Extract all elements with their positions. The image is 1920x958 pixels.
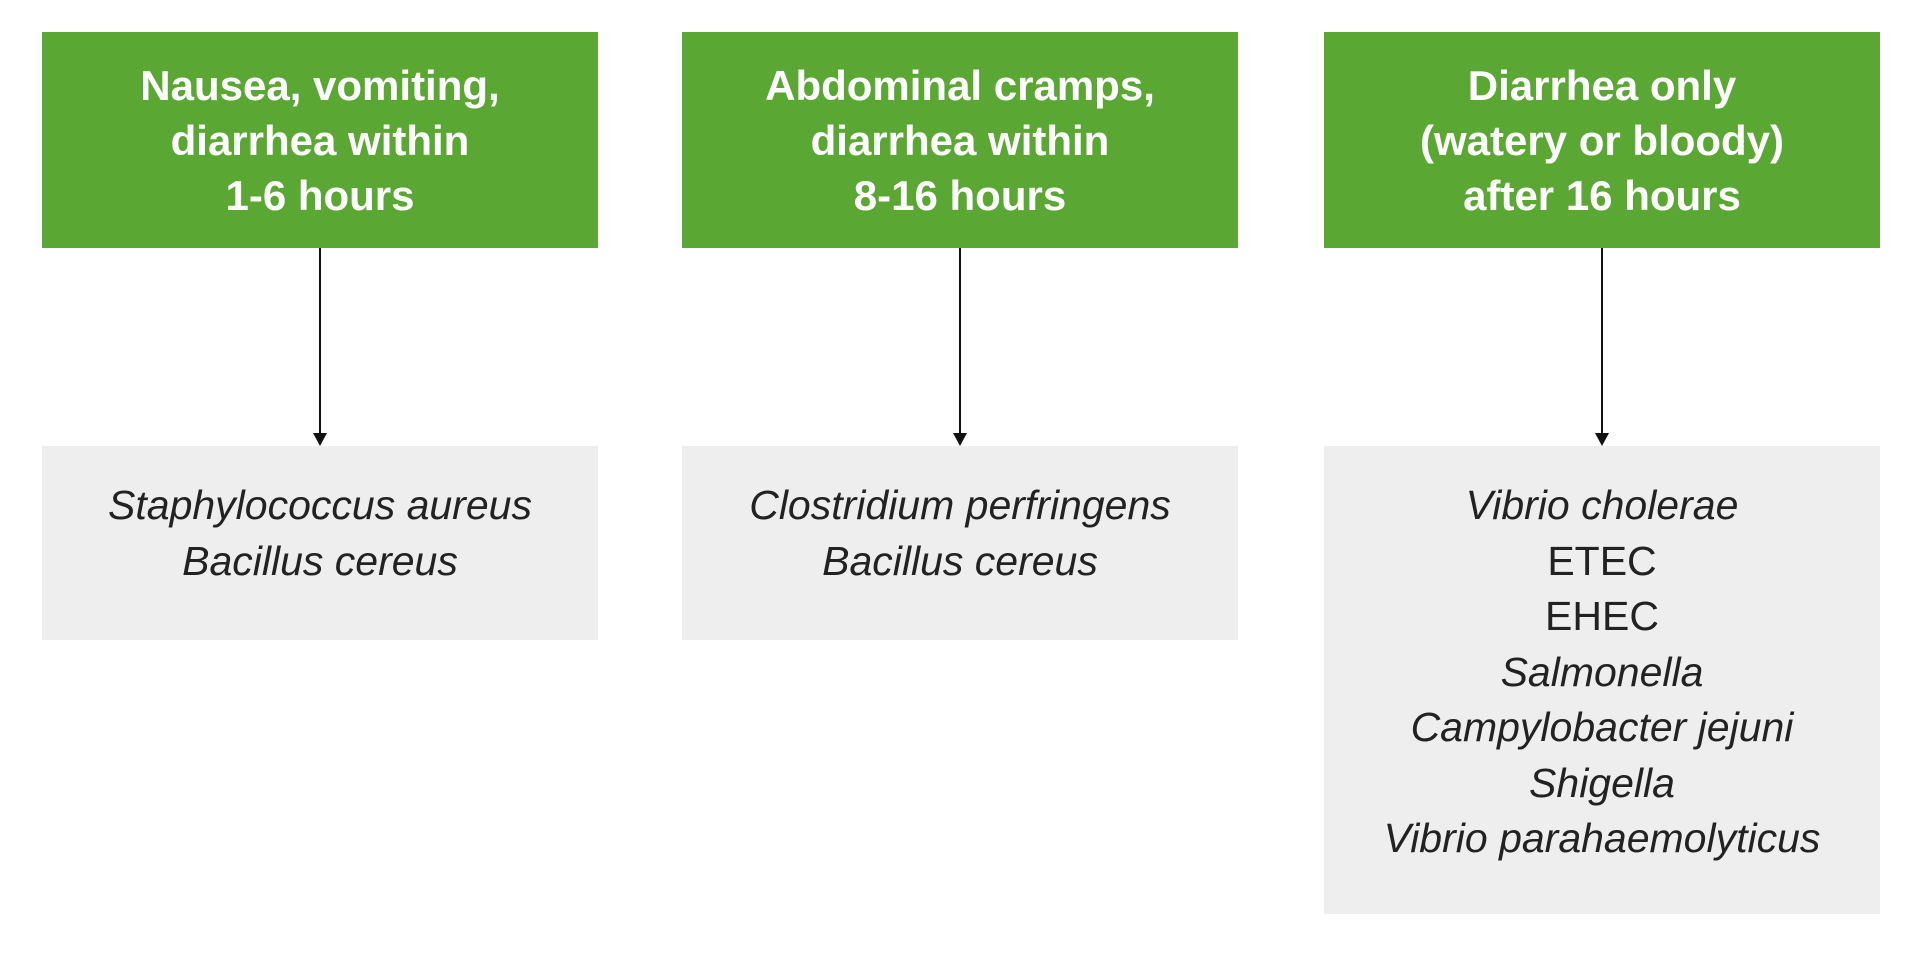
organism-item: Bacillus cereus: [182, 537, 458, 584]
column-after-16-hours: Diarrhea only (watery or bloody) after 1…: [1324, 0, 1880, 958]
arrow-down: [313, 248, 327, 446]
organism-list: Vibrio cholerae ETEC EHEC Salmonella Cam…: [1324, 446, 1880, 914]
header-text: Diarrhea only (watery or bloody) after 1…: [1419, 61, 1785, 219]
column-8-16-hours: Abdominal cramps, diarrhea within 8-16 h…: [682, 0, 1238, 958]
organism-item: Bacillus cereus: [822, 537, 1098, 584]
header-text: Abdominal cramps, diarrhea within 8-16 h…: [765, 61, 1155, 219]
header-box: Diarrhea only (watery or bloody) after 1…: [1324, 32, 1880, 248]
organism-item: EHEC: [1545, 593, 1659, 639]
organism-item: Campylobacter jejuni: [1410, 704, 1794, 750]
organism-item: Clostridium perfringens: [749, 482, 1171, 528]
header-box: Nausea, vomiting, diarrhea within 1-6 ho…: [42, 32, 598, 248]
organism-list: Clostridium perfringens Bacillus cereus: [682, 446, 1238, 640]
arrow-down: [1595, 248, 1609, 446]
organism-item: Vibrio cholerae: [1465, 482, 1739, 528]
column-1-6-hours: Nausea, vomiting, diarrhea within 1-6 ho…: [42, 0, 598, 958]
header-box: Abdominal cramps, diarrhea within 8-16 h…: [682, 32, 1238, 248]
organism-item: Vibrio parahaemolyticus: [1383, 815, 1821, 861]
header-text: Nausea, vomiting, diarrhea within 1-6 ho…: [140, 61, 500, 219]
organism-item: Salmonella: [1500, 648, 1704, 695]
organism-item: Shigella: [1529, 759, 1675, 806]
organism-item: Staphylococcus aureus: [108, 482, 532, 528]
organism-item: ETEC: [1547, 537, 1657, 584]
organism-list: Staphylococcus aureus Bacillus cereus: [42, 446, 598, 640]
arrow-down: [953, 248, 967, 446]
